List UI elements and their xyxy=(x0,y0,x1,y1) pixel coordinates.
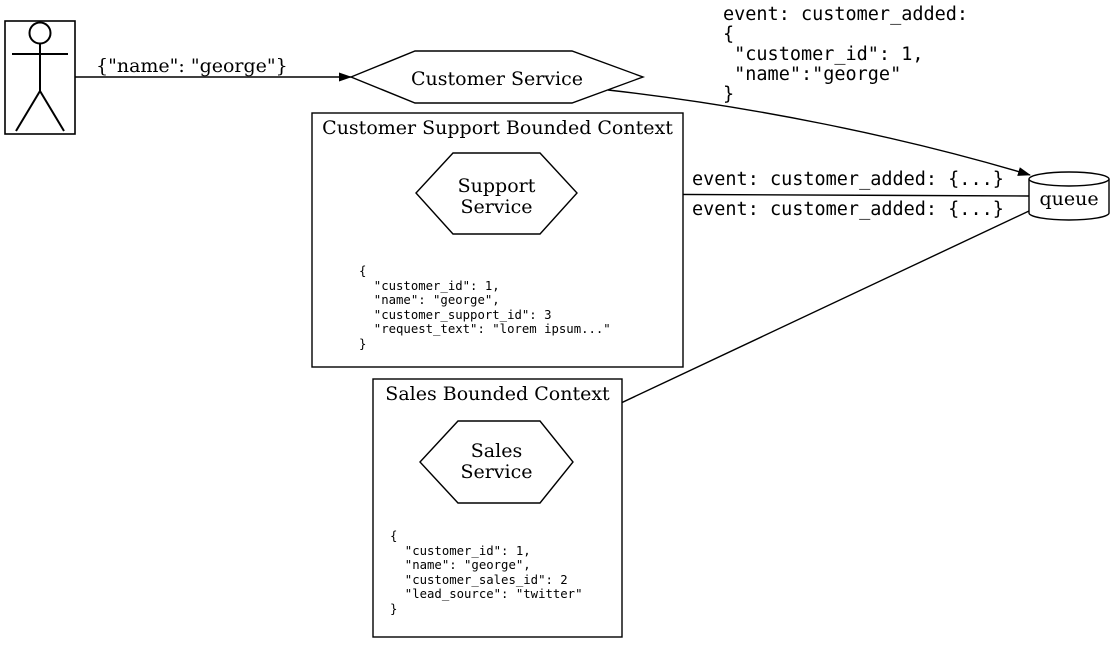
sales-service-label: Sales Service xyxy=(460,440,533,483)
actor-left-leg xyxy=(15,90,41,132)
sales-service-hexagon xyxy=(419,420,574,504)
queue-cylinder-body xyxy=(1028,179,1110,221)
queue-cylinder xyxy=(1028,171,1110,221)
queue-label: queue xyxy=(1039,188,1099,210)
customer-service-hexagon xyxy=(349,50,646,104)
edge-customer-service-to-queue xyxy=(607,89,1031,176)
sales-payload-json: { "customer_id": 1, "name": "george", "c… xyxy=(390,529,583,616)
customer-support-context-title: Customer Support Bounded Context xyxy=(322,117,673,139)
support-service-hexagon xyxy=(415,152,578,235)
actor-figure xyxy=(4,20,76,135)
sales-context-title: Sales Bounded Context xyxy=(385,383,610,405)
published-event-label: event: customer_added: { "customer_id": … xyxy=(723,4,969,105)
actor-box xyxy=(4,20,76,135)
queue-to-sales-event-label: event: customer_added: {...} xyxy=(692,199,1004,220)
support-payload-json: { "customer_id": 1, "name": "george", "c… xyxy=(359,264,611,351)
queue-to-support-event-label: event: customer_added: {...} xyxy=(692,169,1004,190)
queue-cylinder-top xyxy=(1028,171,1110,187)
actor-message-label: {"name": "george"} xyxy=(96,55,288,77)
customer-service-label: Customer Service xyxy=(410,68,584,90)
actor-head xyxy=(28,21,52,45)
edge-queue-to-sales-service xyxy=(552,210,1030,436)
actor-right-leg xyxy=(39,90,65,132)
support-service-label: Support Service xyxy=(457,175,536,218)
